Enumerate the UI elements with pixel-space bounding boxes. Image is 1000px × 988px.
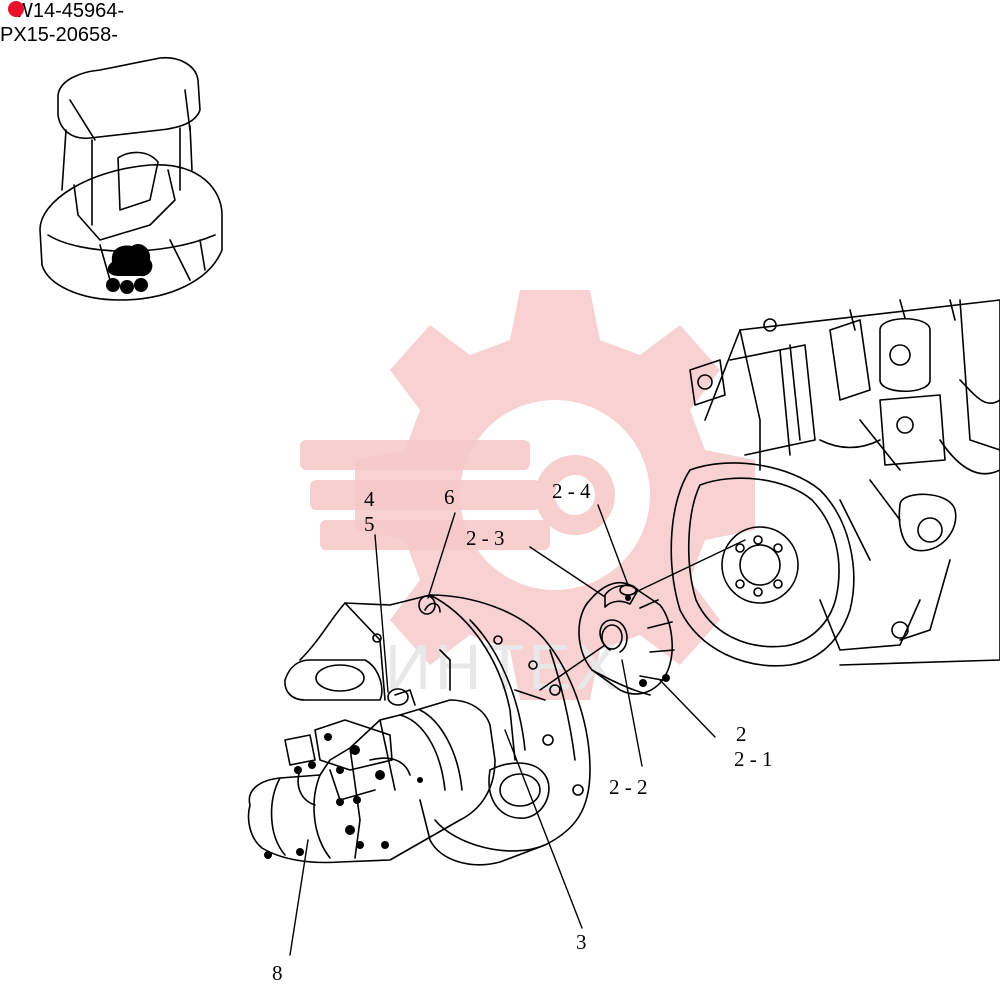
callout-6: 6 bbox=[444, 485, 455, 509]
engine-assembly bbox=[670, 299, 1000, 667]
callout-2-4: 2 - 4 bbox=[552, 479, 591, 503]
callout-4: 4 bbox=[364, 487, 375, 511]
callout-2: 2 bbox=[736, 722, 747, 746]
callout-2-2: 2 - 2 bbox=[609, 775, 648, 799]
hydraulic-pump bbox=[247, 688, 496, 864]
callout-8: 8 bbox=[272, 961, 283, 985]
callout-2-1: 2 - 1 bbox=[734, 747, 773, 771]
serial-range-2: PX15-20658- bbox=[0, 24, 118, 46]
serial-text-1: W14-45964- bbox=[14, 0, 125, 22]
pump-housing bbox=[284, 594, 591, 866]
callout-2-3: 2 - 3 bbox=[466, 526, 505, 550]
leader-lines bbox=[289, 504, 746, 956]
callout-3: 3 bbox=[576, 930, 587, 954]
marker-dot bbox=[8, 1, 24, 17]
serial-range-1: W14-45964- bbox=[8, 0, 125, 22]
callout-5: 5 bbox=[364, 512, 375, 536]
coupling-assembly bbox=[578, 581, 675, 696]
machine-thumbnail bbox=[39, 56, 223, 301]
